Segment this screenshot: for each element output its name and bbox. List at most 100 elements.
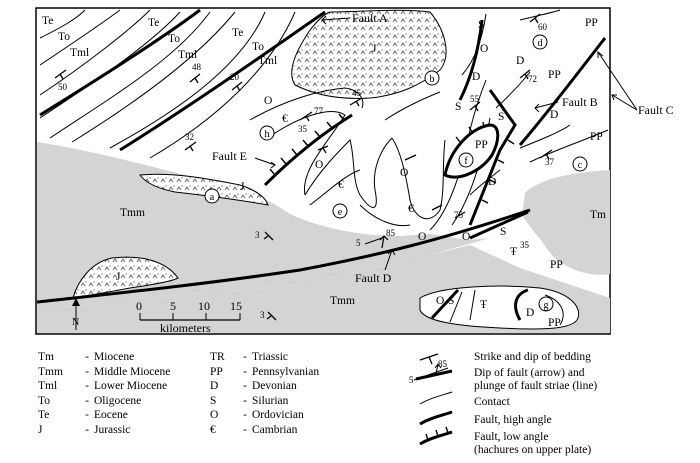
unit-tm-east: Tm: [590, 209, 606, 221]
jurassic-north: [291, 9, 447, 99]
svg-text:35: 35: [298, 124, 308, 134]
fault-d-arrow: [379, 235, 389, 249]
unit-tmm-1: Tmm: [120, 207, 145, 219]
locality-a: a: [204, 188, 220, 204]
unit-j-mid: J: [240, 181, 245, 193]
legend-high-angle: Fault, high angle: [474, 414, 552, 426]
fault-d-branch: [469, 210, 529, 240]
unit-j-south: J: [116, 271, 121, 283]
svg-text:N: N: [72, 317, 79, 328]
legend-col2: TR-Triassic PP-Pennsylvanian D-Devonian …: [210, 350, 319, 437]
legend-contact: Contact: [474, 396, 510, 408]
svg-text:kilometers: kilometers: [160, 321, 211, 335]
unit-pp-4: PP: [550, 259, 563, 271]
svg-text:20: 20: [230, 72, 240, 82]
svg-text:e: e: [338, 207, 343, 218]
inlier-faults: [430, 288, 564, 326]
locality-h: h: [259, 125, 275, 141]
unit-tml-3: Tml: [258, 55, 277, 67]
fault-b-trace: [468, 89, 517, 226]
unit-to-1: To: [58, 31, 70, 43]
locality-f: f: [458, 152, 474, 168]
unit-d-c: D: [488, 176, 496, 188]
legend-fault-dip-2: plunge of fault striae (line): [474, 380, 598, 392]
svg-text:45: 45: [352, 88, 362, 98]
locality-b: b: [424, 70, 440, 86]
unit-tr-inl: Ŧ: [480, 299, 487, 311]
legend-row: D-Devonian: [210, 380, 297, 392]
legend-row: O-Ordovician: [210, 409, 304, 421]
legend-low-angle-2: (hachures on upper plate): [474, 444, 592, 456]
north-arrow: N: [72, 298, 80, 330]
unit-cm-3: €: [408, 203, 414, 215]
unit-o-inl: O: [436, 295, 444, 307]
locality-markers: a b c d e f g h: [204, 34, 588, 312]
unit-o-3: O: [400, 167, 408, 179]
svg-text:37: 37: [545, 157, 555, 167]
scale-bar: 0 5 10 15 kilometers: [136, 299, 242, 335]
svg-text:48: 48: [192, 62, 202, 72]
unit-pp-f: PP: [475, 139, 488, 151]
svg-text:d: d: [538, 38, 543, 49]
contacts-central: [249, 9, 609, 231]
legend-col1: Tm-Miocene Tmm-Middle Miocene Tml-Lower …: [38, 350, 170, 437]
fault-labels: Fault A Fault B Fault C Fault D Fault E: [212, 11, 674, 285]
legend-bedding: Strike and dip of bedding: [474, 351, 591, 363]
svg-text:72: 72: [528, 74, 537, 84]
unit-pp-2: PP: [548, 69, 561, 81]
svg-text:5: 5: [170, 299, 176, 313]
unit-o-1: O: [264, 95, 272, 107]
locality-g: g: [538, 296, 554, 312]
unit-j-north: J: [372, 43, 377, 55]
unit-to-3: To: [252, 41, 264, 53]
svg-text:75: 75: [454, 210, 464, 220]
unit-o-5: O: [462, 231, 470, 243]
jurassic-middle: [139, 173, 269, 206]
svg-text:5: 5: [356, 238, 361, 248]
unit-s-se: S: [500, 226, 506, 238]
locality-c: c: [572, 156, 588, 172]
unit-d-e: D: [550, 109, 558, 121]
legend-fault-dip-1: Dip of fault (arrow) and: [474, 367, 585, 379]
unit-labels: Te To Tml Te To Tml Te To Tml J S O D D …: [42, 15, 606, 329]
fault-f-hachures: [455, 121, 485, 143]
unit-o-4: O: [418, 231, 426, 243]
unit-tml-1: Tml: [70, 47, 89, 59]
unit-pp-inl: PP: [548, 317, 561, 329]
unit-tmm-2: Tmm: [330, 295, 355, 307]
svg-text:35: 35: [520, 240, 530, 250]
unit-o-2: O: [315, 159, 323, 171]
unit-s-e: S: [498, 111, 504, 123]
svg-text:77: 77: [314, 106, 324, 116]
legend-row: Tml-Lower Miocene: [38, 380, 168, 392]
fault-c-trace: [518, 37, 607, 146]
unit-cm-2: €: [338, 179, 344, 191]
svg-text:0: 0: [136, 299, 142, 313]
fault-loop-f: [443, 123, 500, 179]
svg-text:10: 10: [198, 299, 210, 313]
svg-text:c: c: [578, 160, 583, 171]
fault-leader-arrows: [254, 15, 638, 271]
label-fault-d: Fault D: [355, 271, 392, 285]
unit-o-n: O: [480, 43, 488, 55]
legend-row: Tm-Miocene: [38, 351, 135, 363]
symbol-legend-graphics: [413, 353, 453, 446]
fault-e-trace: [263, 113, 353, 187]
label-fault-e: Fault E: [212, 149, 247, 163]
fault-e-hachures: [269, 113, 345, 176]
legend-row: J-Jurassic: [38, 423, 131, 436]
svg-text:a: a: [210, 192, 215, 203]
svg-text:b: b: [430, 74, 435, 85]
locality-d: d: [532, 34, 548, 50]
legend-row: PP-Pennsylvanian: [210, 365, 320, 378]
legend-row: TR-Triassic: [210, 351, 288, 363]
fault-b-hachures: [481, 139, 515, 204]
unit-d-ne: D: [516, 55, 524, 67]
unit-d-inl: D: [526, 307, 534, 319]
svg-text:3: 3: [255, 230, 260, 240]
unit-d-n: D: [472, 71, 480, 83]
legend-row: To-Oligocene: [38, 394, 142, 407]
unit-to-2: To: [168, 33, 180, 45]
label-fault-a: Fault A: [352, 11, 388, 25]
unit-tr-1: Ŧ: [510, 246, 517, 258]
